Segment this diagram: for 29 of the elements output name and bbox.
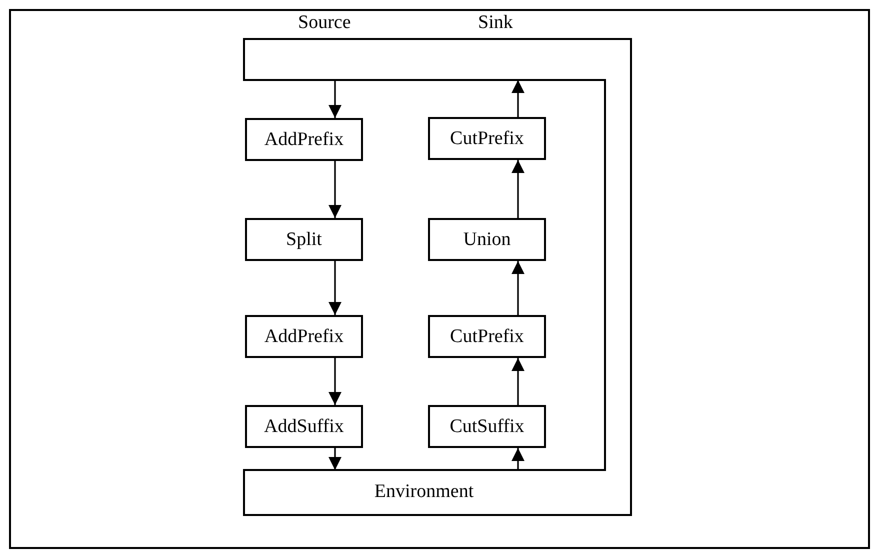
process-box — [428, 117, 546, 160]
arrow — [328, 358, 342, 405]
process-box — [245, 118, 363, 161]
arrow — [328, 261, 342, 315]
process-box — [428, 218, 546, 261]
process-box — [428, 405, 546, 448]
arrow — [328, 448, 342, 470]
arrow — [512, 448, 524, 470]
box-label: CutPrefix — [450, 128, 524, 150]
box-label: AddPrefix — [264, 128, 344, 150]
box-label: Split — [286, 228, 322, 250]
arrow — [512, 358, 524, 405]
arrow — [328, 80, 342, 118]
label: Sink — [478, 12, 513, 34]
box-label: AddPrefix — [264, 326, 344, 348]
label: Source — [298, 12, 351, 34]
arrow — [512, 261, 524, 315]
box-label: AddSuffix — [264, 416, 344, 438]
box-label: CutSuffix — [450, 416, 524, 438]
process-box — [245, 218, 363, 261]
process-box — [245, 315, 363, 358]
arrow — [328, 161, 342, 218]
label: Environment — [373, 481, 475, 503]
arrow — [512, 80, 524, 117]
arrow — [512, 160, 524, 218]
box-label: CutPrefix — [450, 326, 524, 348]
process-box — [245, 405, 363, 448]
box-label: Union — [463, 228, 511, 250]
process-box — [428, 315, 546, 358]
